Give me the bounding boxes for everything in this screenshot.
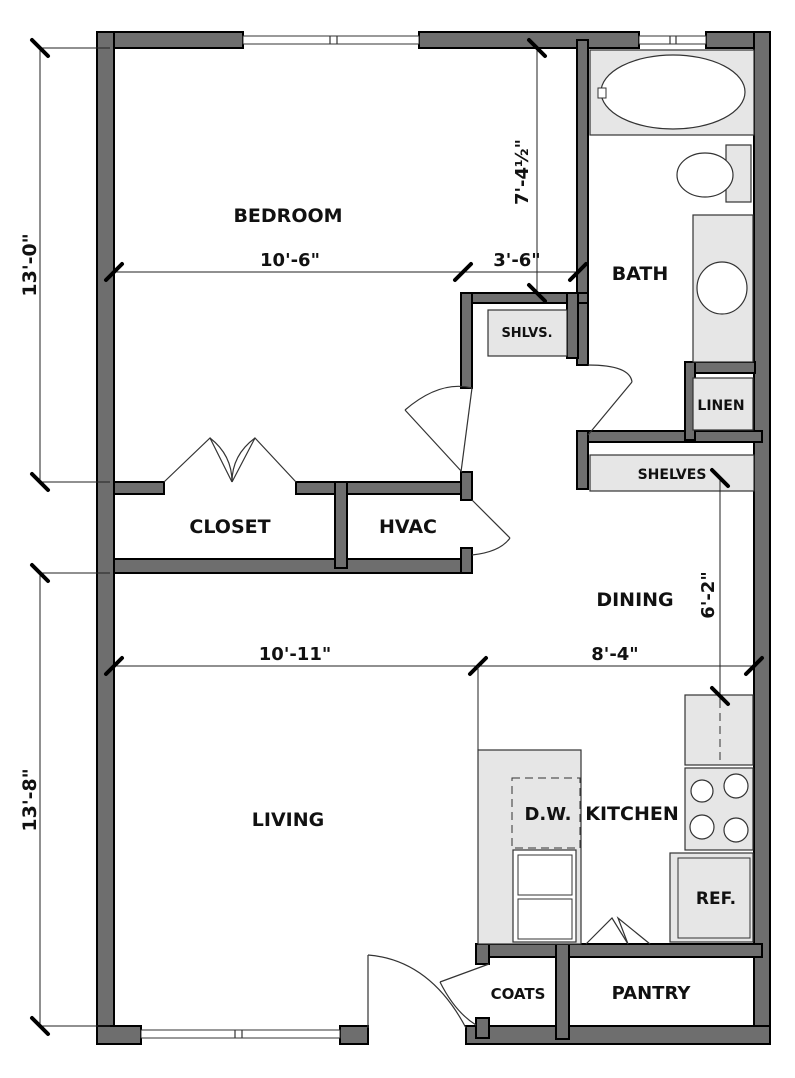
- label-closet: CLOSET: [189, 516, 270, 538]
- dim-living-width: 10'-11": [259, 644, 331, 665]
- windows: [140, 35, 707, 1039]
- label-pantry: PANTRY: [612, 983, 692, 1004]
- label-shelves-small: SHLVS.: [501, 326, 552, 341]
- dim-bedroom-height: 13'-0": [19, 233, 41, 296]
- doors: [163, 364, 651, 1029]
- dimension-labels: 13'-0" 13'-8" 10'-6" 3'-6" 7'-4½" 10'-11…: [19, 139, 719, 832]
- label-linen: LINEN: [697, 398, 744, 414]
- label-bath: BATH: [612, 263, 669, 285]
- exterior-walls: [96, 31, 771, 1045]
- shelves-small: [487, 309, 568, 357]
- dim-bath-depth: 7'-4½": [512, 139, 533, 205]
- label-bedroom: BEDROOM: [233, 205, 342, 227]
- label-kitchen: KITCHEN: [585, 803, 678, 825]
- dim-kitchen-width: 8'-4": [591, 644, 638, 665]
- fixtures: [477, 49, 755, 945]
- dimension-lines: [30, 38, 764, 1036]
- label-living: LIVING: [252, 809, 324, 831]
- dim-living-height: 13'-8": [19, 768, 41, 831]
- refrigerator: [669, 852, 754, 943]
- dim-bedroom-width: 10'-6": [260, 250, 320, 271]
- label-dw: D.W.: [524, 804, 571, 825]
- room-labels: BEDROOM BATH SHLVS. LINEN SHELVES CLOSET…: [189, 205, 744, 1004]
- label-shelves: SHELVES: [638, 467, 707, 483]
- interior-walls: [113, 39, 763, 1040]
- dim-closet-width: 3'-6": [493, 250, 540, 271]
- label-hvac: HVAC: [379, 516, 437, 538]
- label-coats: COATS: [491, 985, 546, 1003]
- linen-closet: [692, 377, 754, 431]
- label-ref: REF.: [696, 889, 736, 909]
- label-dining: DINING: [596, 589, 673, 611]
- counter-right: [684, 694, 754, 766]
- dim-dining-depth: 6'-2": [698, 571, 719, 618]
